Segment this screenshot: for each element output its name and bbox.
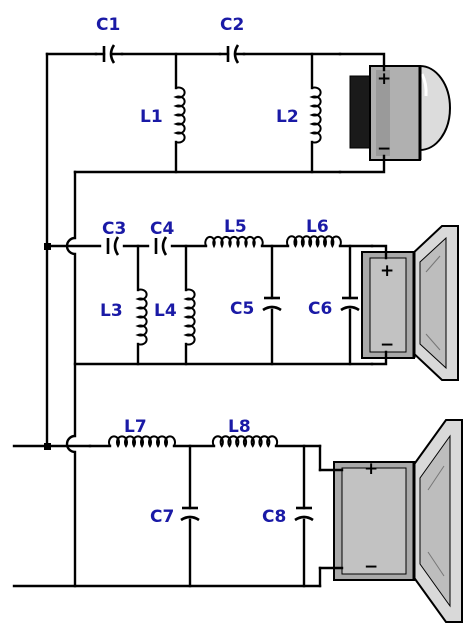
woofer-speaker [318,419,463,623]
woofer-minus-sign: − [364,557,378,577]
junction-dots [44,243,51,450]
label-l8: L8 [228,417,251,437]
label-l1: L1 [140,107,163,127]
inductor-l6 [286,235,342,248]
capacitor-c3 [106,236,120,256]
capacitor-c1 [94,44,124,64]
label-l3: L3 [100,301,123,321]
label-c5: C5 [230,299,254,319]
label-c8: C8 [262,507,286,527]
inductor-l7 [108,435,176,448]
capacitor-c4 [154,236,168,256]
capacitor-c2 [218,44,246,64]
label-c2: C2 [220,15,244,35]
inductor-l4 [183,288,196,346]
label-l7: L7 [124,417,147,437]
return-rail [65,170,77,588]
label-l6: L6 [306,217,329,237]
label-c4: C4 [150,219,174,239]
label-l2: L2 [276,107,299,127]
inductor-l8 [211,435,279,448]
tweeter-plus-sign: + [377,69,391,89]
capacitor-c6 [340,296,360,312]
label-c7: C7 [150,507,174,527]
inductor-l1 [173,86,186,144]
capacitor-c5 [262,296,282,312]
label-c1: C1 [96,15,120,35]
midrange-plus-sign: + [380,261,394,281]
midrange-minus-sign: − [380,335,394,355]
inductor-l5 [204,235,264,249]
tweeter-minus-sign: − [377,139,391,159]
woofer-plus-sign: + [364,459,378,479]
inductor-l2 [309,86,322,144]
capacitor-c8 [294,506,314,522]
capacitor-c7 [180,506,200,522]
label-l5: L5 [224,217,247,237]
label-c3: C3 [102,219,126,239]
tweeter-speaker [338,52,451,174]
inductor-l3 [135,288,148,346]
label-l4: L4 [154,301,177,321]
wiring [12,52,374,588]
label-c6: C6 [308,299,332,319]
midrange-speaker [361,225,459,381]
